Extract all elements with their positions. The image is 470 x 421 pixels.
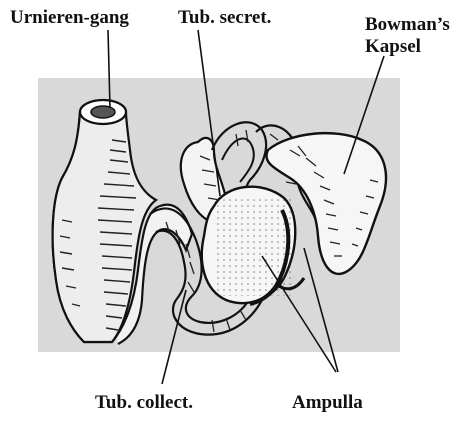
label-urnieren-gang: Urnieren-gang xyxy=(10,8,129,27)
label-bowman-line1: Bowman’s xyxy=(365,15,450,34)
ampulla-body xyxy=(202,187,304,304)
label-tub-collect: Tub. collect. xyxy=(95,393,193,412)
label-ampulla: Ampulla xyxy=(292,393,363,412)
label-bowman-line2: Kapsel xyxy=(365,37,421,56)
label-tub-secret: Tub. secret. xyxy=(178,8,271,27)
